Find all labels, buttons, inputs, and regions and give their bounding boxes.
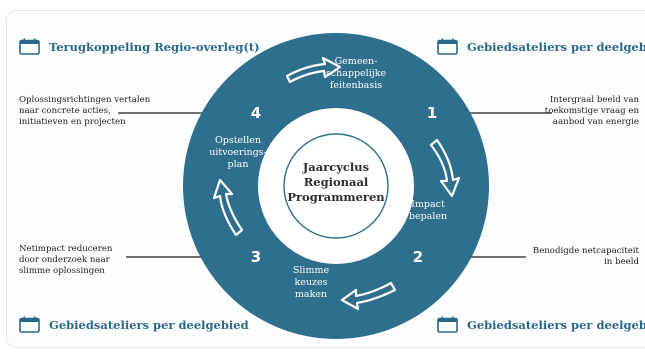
arrow-top <box>285 56 342 84</box>
note-step-3: Netimpact reduceren door onderzoek naar … <box>19 244 219 277</box>
inner-circle <box>258 108 414 264</box>
note-step-1: Intergraal beeld van toekomstige vraag e… <box>470 95 639 128</box>
corner-top-right: Gebiedsateliers per deelgebied <box>437 38 645 55</box>
cycle-arrows <box>212 56 461 311</box>
calendar-icon <box>19 316 40 333</box>
arrow-right <box>429 138 461 198</box>
note-line: Netimpact reduceren <box>19 244 113 254</box>
step-label-2-line: bepalen <box>409 211 447 222</box>
arrow-bottom <box>340 281 397 311</box>
calendar-icon <box>437 316 458 333</box>
note-line: aanbod van energie <box>552 117 639 127</box>
note-step-4: Oplossingsrichtingen vertalen naar concr… <box>19 95 229 128</box>
step-label-3-line: Slimme <box>293 265 330 276</box>
corner-bottom-right: Gebiedsateliers per deelgebied <box>437 316 645 333</box>
corner-label: Gebiedsateliers per deelgebied <box>467 39 645 54</box>
step-number-1: 1 <box>427 104 437 122</box>
note-step-2: Benodigde netcapaciteit in beeld <box>480 246 639 268</box>
note-line: door onderzoek naar <box>19 255 110 265</box>
center-circle <box>283 133 389 239</box>
step-label-4-line: uitvoerings- <box>209 147 267 158</box>
step-label-3-line: keuzes <box>295 277 328 288</box>
step-label-2-line: Impact <box>411 199 445 210</box>
arrow-left <box>212 178 244 237</box>
note-line: Oplossingsrichtingen vertalen <box>19 95 151 105</box>
step-label-4-line: plan <box>228 159 249 170</box>
corner-bottom-left: Gebiedsateliers per deelgebied <box>19 316 249 333</box>
step-label-4-line: Opstellen <box>215 135 261 146</box>
note-line: initiatieven en projecten <box>19 117 126 127</box>
center-title-line2: Regionaal <box>304 175 369 189</box>
step-number-2: 2 <box>413 248 423 266</box>
note-line: in beeld <box>604 257 639 267</box>
calendar-icon <box>19 38 40 55</box>
note-line: naar concrete acties, <box>19 106 111 116</box>
note-line: slimme oplossingen <box>19 266 105 276</box>
note-line: Benodigde netcapaciteit <box>532 246 639 256</box>
center-title-line1: Jaarcyclus <box>302 160 369 174</box>
calendar-icon <box>437 38 458 55</box>
center-title-line3: Programmeren <box>287 190 385 204</box>
step-label-1-line: feitenbasis <box>330 80 382 91</box>
corner-label: Gebiedsateliers per deelgebied <box>467 317 645 332</box>
note-line: toekomstige vraag en <box>544 106 639 116</box>
step-label-1-line: Gemeen- <box>335 56 378 67</box>
step-number-4: 4 <box>251 104 261 122</box>
step-number-3: 3 <box>251 248 261 266</box>
note-line: Intergraal beeld van <box>549 95 639 105</box>
corner-label: Gebiedsateliers per deelgebied <box>49 317 249 332</box>
corner-label: Terugkoppeling Regio-overleg(t) <box>49 39 260 54</box>
step-label-3-line: maken <box>295 289 327 300</box>
corner-top-left: Terugkoppeling Regio-overleg(t) <box>19 38 260 55</box>
step-label-1-line: schappelijke <box>326 68 387 79</box>
